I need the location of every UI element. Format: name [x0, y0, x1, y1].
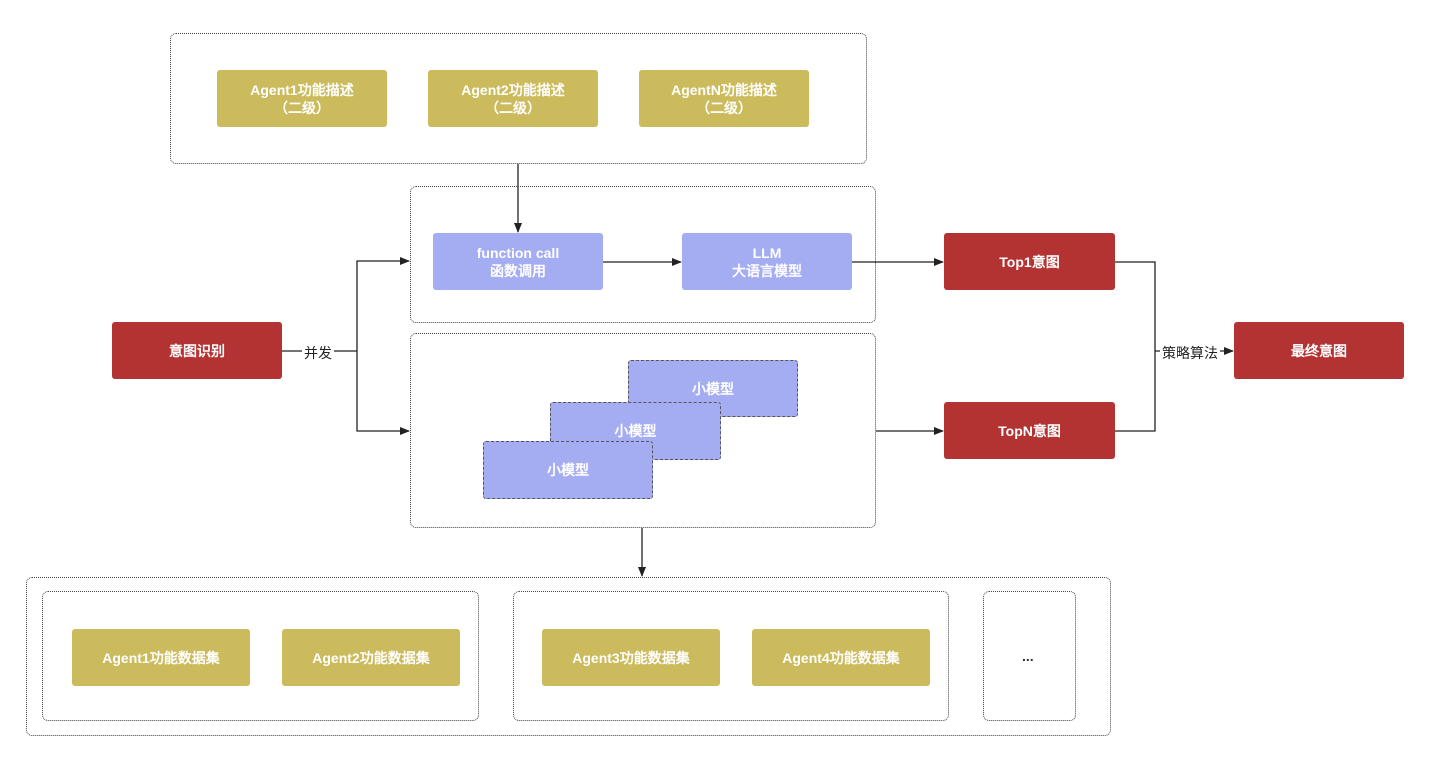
agent-desc-n: AgentN功能描述 （二级） [639, 70, 809, 127]
topn-intent-label: TopN意图 [998, 422, 1061, 439]
top1-intent-node: Top1意图 [944, 233, 1115, 290]
agent-description-group [170, 33, 867, 164]
function-call-line2: 函数调用 [490, 262, 546, 279]
arrow-split-to-llm-branch [356, 257, 410, 351]
dataset-agent4-label: Agent4功能数据集 [782, 649, 900, 666]
topn-intent-node: TopN意图 [944, 402, 1115, 459]
arrow-split-to-small-model-branch [356, 351, 410, 435]
intent-recognition-label: 意图识别 [169, 342, 225, 359]
concurrent-label: 并发 [302, 343, 334, 363]
agent-desc-2: Agent2功能描述 （二级） [428, 70, 598, 127]
dataset-group-more [983, 591, 1076, 721]
edge-topn-to-merge [1114, 351, 1156, 432]
dataset-group-2 [513, 591, 949, 721]
dataset-group-1 [42, 591, 479, 721]
function-call-line1: function call [476, 244, 560, 261]
agent-desc-n-line2: （二级） [696, 99, 752, 116]
more-datasets-ellipsis: ... [1022, 648, 1034, 664]
agent-desc-1-line1: Agent1功能描述 [250, 81, 354, 98]
small-model-front-label: 小模型 [547, 462, 589, 478]
dataset-outer-group [26, 577, 1111, 736]
llm-line2: 大语言模型 [732, 262, 802, 279]
dataset-agent1-label: Agent1功能数据集 [102, 649, 220, 666]
intent-recognition-node: 意图识别 [112, 322, 282, 379]
final-intent-node: 最终意图 [1234, 322, 1404, 379]
edge-top1-to-merge [1114, 261, 1156, 351]
final-intent-label: 最终意图 [1291, 342, 1347, 359]
dataset-agent2: Agent2功能数据集 [282, 629, 460, 686]
llm-node: LLM 大语言模型 [682, 233, 852, 290]
top1-intent-label: Top1意图 [999, 253, 1060, 270]
strategy-label: 策略算法 [1160, 343, 1220, 363]
dataset-agent3-label: Agent3功能数据集 [572, 649, 690, 666]
small-model-middle-label: 小模型 [614, 423, 657, 439]
llm-branch-group [410, 186, 876, 323]
agent-desc-1-line2: （二级） [274, 99, 330, 116]
dataset-agent3: Agent3功能数据集 [542, 629, 720, 686]
small-model-front: 小模型 [483, 441, 653, 499]
agent-desc-n-line1: AgentN功能描述 [671, 81, 777, 98]
agent-desc-1: Agent1功能描述 （二级） [217, 70, 387, 127]
small-model-branch-group [410, 333, 876, 528]
llm-line1: LLM [752, 244, 782, 261]
agent-desc-2-line1: Agent2功能描述 [461, 81, 565, 98]
function-call-node: function call 函数调用 [433, 233, 603, 290]
agent-desc-2-line2: （二级） [485, 99, 541, 116]
dataset-agent4: Agent4功能数据集 [752, 629, 930, 686]
dataset-agent1: Agent1功能数据集 [72, 629, 250, 686]
dataset-agent2-label: Agent2功能数据集 [312, 649, 430, 666]
small-model-back-label: 小模型 [692, 380, 734, 397]
